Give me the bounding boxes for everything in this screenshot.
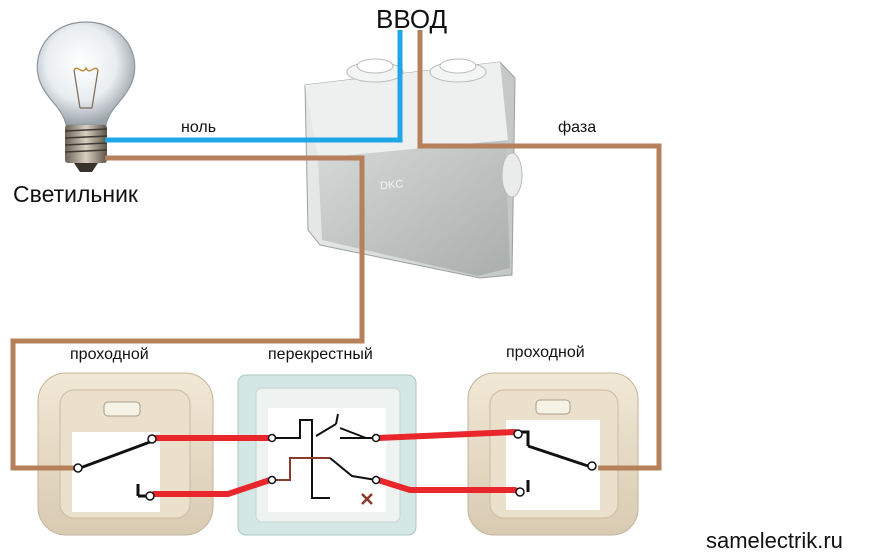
left-switch-label: проходной [70, 346, 149, 363]
left-switch-contacts [73, 434, 157, 501]
switch-links [151, 429, 518, 497]
neutral-label: ноль [181, 119, 217, 136]
lamp-wire [10, 155, 365, 471]
link-lower-right [375, 477, 518, 493]
pass-through-switch-icon [37, 372, 214, 536]
phase-wires [10, 30, 662, 471]
lamp-label: Светильник [13, 181, 138, 207]
junction-box-icon: DKC [304, 58, 523, 279]
phase-wire-input [417, 30, 662, 471]
link-lower-left [151, 477, 273, 497]
box-brand-label: DKC [380, 178, 404, 192]
link-upper-right [375, 429, 518, 441]
cross-switch-contacts [267, 413, 381, 505]
website-label: samelectrik.ru [706, 528, 843, 553]
phase-label: фаза [558, 119, 597, 136]
light-bulb-icon [36, 21, 136, 172]
neutral-wire [105, 30, 403, 143]
cross-switch-icon [237, 374, 417, 536]
middle-switch-label: перекрестный [268, 346, 373, 363]
input-label: ВВОД [376, 4, 448, 34]
right-switch-label: проходной [506, 344, 585, 361]
right-switch-contacts [513, 429, 597, 497]
